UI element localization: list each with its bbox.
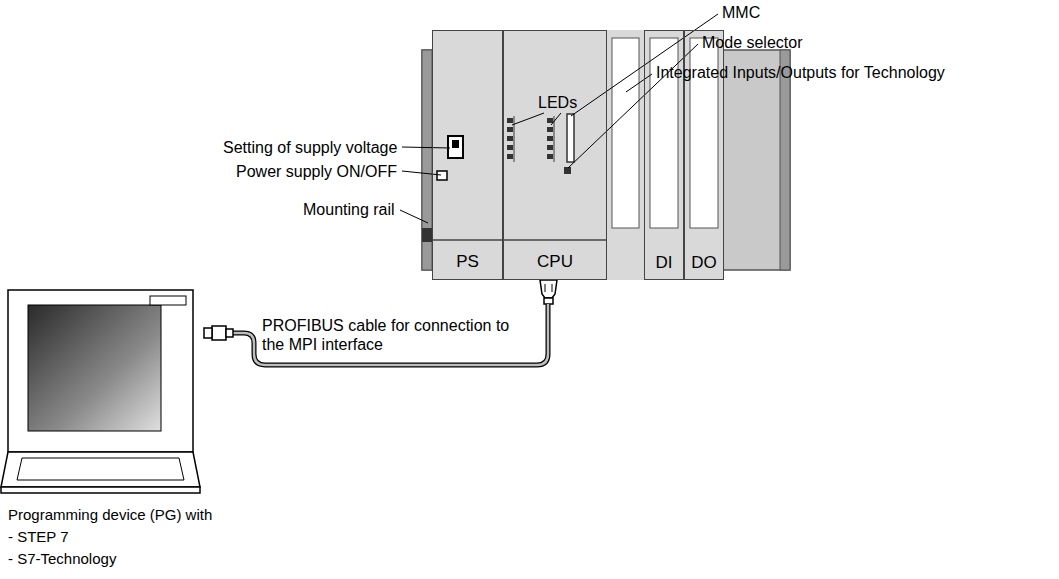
power-supply-module: PS — [432, 30, 503, 280]
callout-label: Mounting rail — [303, 200, 395, 219]
cable-label: PROFIBUS cable for connection to the MPI… — [262, 316, 512, 354]
callout-label: Power supply ON/OFF — [236, 162, 397, 181]
cpu-module: CPU — [503, 30, 607, 280]
device-label: Programming device (PG) with — [8, 505, 212, 524]
module-label: DO — [691, 253, 717, 273]
callout-label: Integrated Inputs/Outputs for Technology — [656, 63, 945, 82]
module-label: CPU — [537, 252, 573, 272]
callout-label: Mode selector — [702, 33, 803, 52]
callout-label: LEDs — [538, 93, 577, 112]
software-item: - S7-Technology — [8, 549, 116, 568]
software-item: - STEP 7 — [8, 527, 69, 546]
module-label: PS — [456, 252, 479, 272]
callout-label: MMC — [722, 3, 760, 22]
module-label: DI — [656, 253, 673, 273]
callout-label: Setting of supply voltage — [223, 138, 397, 157]
